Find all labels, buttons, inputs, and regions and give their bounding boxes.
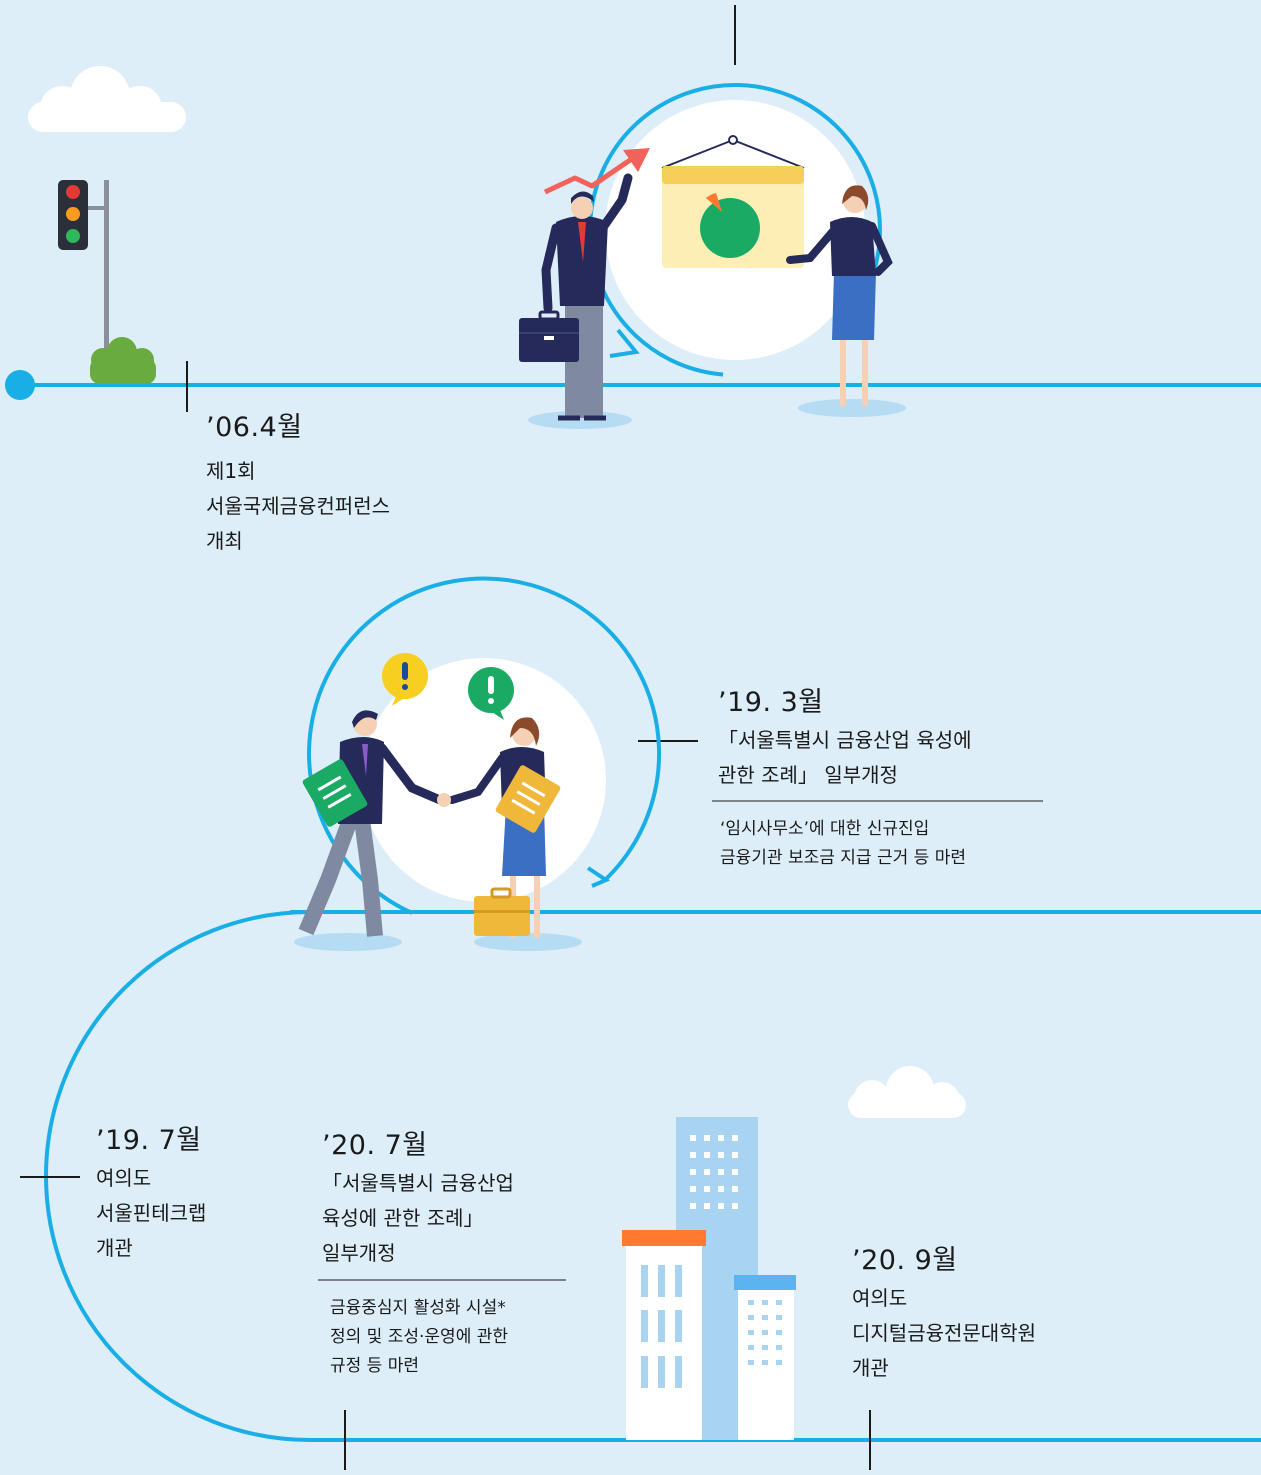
document-icon [302, 759, 368, 827]
milestone-2020-09: ’20. 9월 여의도 디지털금융전문대학원 개관 [852, 1238, 1036, 1386]
trend-arrow-icon [543, 148, 650, 195]
bush-icon [90, 337, 156, 384]
description-line: 디지털금융전문대학원 [852, 1321, 1036, 1345]
milestone-2006-04: ’06.4월 제1회 서울국제금융컨퍼런스 개최 [206, 405, 390, 559]
description-line: 여의도 [852, 1286, 908, 1310]
milestone-description: 여의도 디지털금융전문대학원 개관 [852, 1281, 1036, 1386]
description-line: 여의도 [96, 1166, 152, 1190]
description-line: 서울국제금융컨퍼런스 [206, 494, 390, 518]
exclamation-bubble-icon [382, 653, 428, 706]
milestone-date: ’19. 3월 [718, 687, 824, 718]
scene-presentation [519, 83, 906, 429]
note-line: 규정 등 마련 [330, 1356, 420, 1376]
milestone-2019-07: ’19. 7월 여의도 서울핀테크랩 개관 [96, 1118, 206, 1266]
description-line: 육성에 관한 조례」 [322, 1206, 484, 1230]
milestone-date: ’19. 7월 [96, 1125, 202, 1156]
exclamation-bubble-icon [468, 667, 514, 720]
document-icon [495, 765, 561, 833]
handshake [437, 793, 451, 807]
timeline-ticks [20, 5, 871, 1470]
cloud-icon [28, 66, 186, 132]
note-dividers [318, 800, 1043, 1281]
milestone-2020-07: ’20. 7월 「서울특별시 금융산업 육성에 관한 조례」 일부개정 [322, 1123, 514, 1271]
cloud-icon [848, 1066, 966, 1118]
milestone-note: ‘임시사무소’에 대한 신규진입 금융기관 보조금 지급 근거 등 마련 [720, 815, 966, 873]
note-line: ‘임시사무소’에 대한 신규진입 [720, 819, 930, 839]
milestone-description: 제1회 서울국제금융컨퍼런스 개최 [206, 454, 390, 559]
building-icon [622, 1230, 706, 1440]
description-line: 관한 조례」 일부개정 [718, 763, 898, 787]
description-line: 「서울특별시 금융산업 [322, 1171, 514, 1195]
milestone-2019-03: ’19. 3월 「서울특별시 금융산업 육성에 관한 조례」 일부개정 [718, 680, 972, 793]
briefcase-icon [474, 887, 530, 936]
milestone-description: 「서울특별시 금융산업 육성에 관한 조례」 일부개정 [322, 1166, 514, 1271]
building-icon [734, 1275, 796, 1440]
description-line: 개최 [206, 529, 243, 553]
businesswoman-figure [786, 185, 893, 406]
milestone-date: ’20. 7월 [322, 1130, 428, 1161]
description-line: 개관 [96, 1236, 133, 1260]
briefcase-icon [519, 310, 579, 362]
description-line: 서울핀테크랩 [96, 1201, 207, 1225]
description-line: 제1회 [206, 459, 256, 483]
note-line: 금융중심지 활성화 시설* [330, 1298, 506, 1318]
timeline-start-dot [5, 370, 35, 400]
description-line: 일부개정 [322, 1241, 396, 1265]
note-line: 정의 및 조성·운영에 관한 [330, 1327, 509, 1347]
description-line: 「서울특별시 금융산업 육성에 [718, 728, 972, 752]
description-line: 개관 [852, 1356, 889, 1380]
traffic-light-icon [58, 180, 109, 355]
milestone-description: 「서울특별시 금융산업 육성에 관한 조례」 일부개정 [718, 723, 972, 793]
milestone-description: 여의도 서울핀테크랩 개관 [96, 1161, 206, 1266]
scene-handshake [294, 576, 662, 951]
note-line: 금융기관 보조금 지급 근거 등 마련 [720, 848, 966, 868]
pie-chart-board-icon [661, 135, 805, 268]
businessman-figure [541, 173, 633, 421]
milestone-date: ’20. 9월 [852, 1245, 958, 1276]
milestone-note: 금융중심지 활성화 시설* 정의 및 조성·운영에 관한 규정 등 마련 [330, 1294, 508, 1381]
milestone-date: ’06.4월 [206, 412, 303, 443]
